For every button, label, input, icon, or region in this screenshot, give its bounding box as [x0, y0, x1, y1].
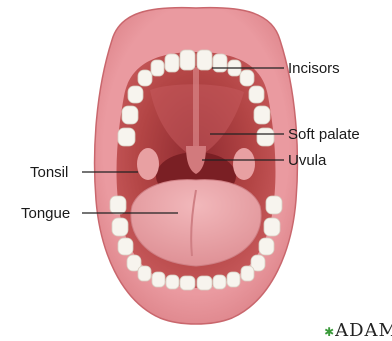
label-uvula: Uvula: [288, 153, 326, 168]
tonsil-left: [137, 148, 159, 180]
adam-logo: ✱ADAM: [324, 320, 392, 341]
label-incisors: Incisors: [288, 61, 340, 76]
label-tongue: Tongue: [21, 206, 70, 221]
adam-wordmark: ADAM: [335, 320, 392, 341]
label-tonsil: Tonsil: [30, 165, 68, 180]
label-soft-palate: Soft palate: [288, 127, 360, 142]
tonsil-right: [233, 148, 255, 180]
leaf-icon: ✱: [324, 325, 335, 339]
